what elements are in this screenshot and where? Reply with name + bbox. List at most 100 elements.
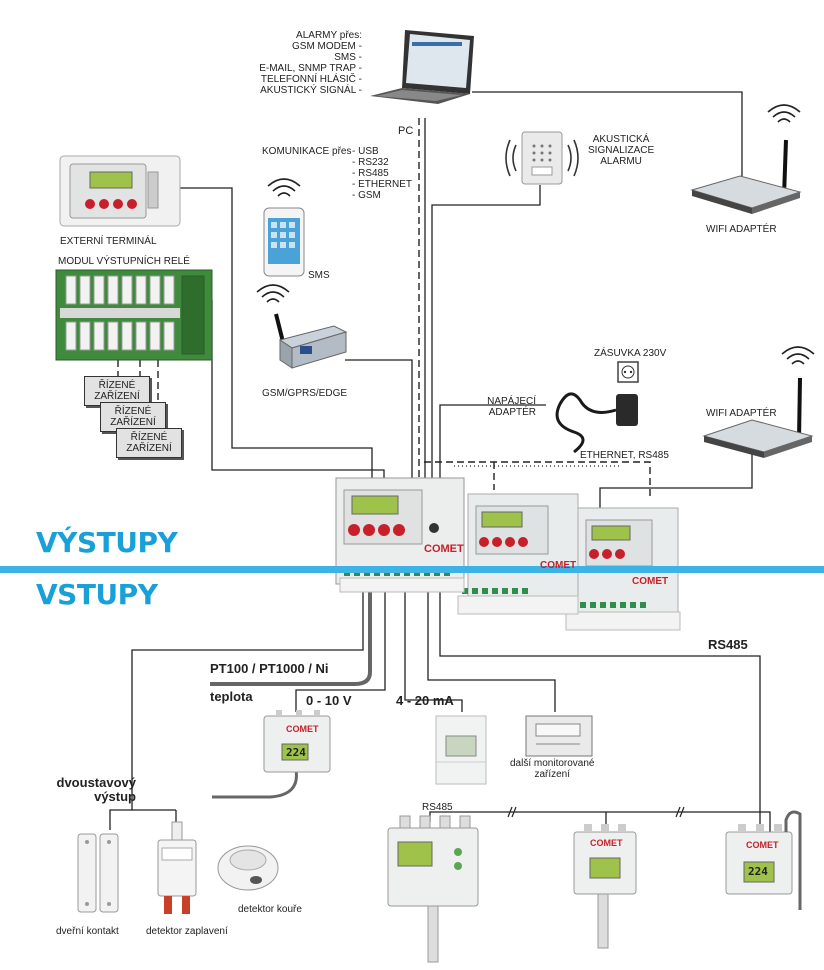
current-label: 4 - 20 mA [396,693,454,708]
power-adapter-label: NAPÁJECÍ ADAPTÉR [487,396,536,418]
wire-power [439,404,546,478]
comet-logo-temp: COMET [286,724,319,734]
two-state-label-line: výstup [94,789,136,804]
smoke-detector-label: detektor kouře [238,904,302,915]
two-state-label-line: dvoustavový [56,775,136,790]
two-state-label: dvoustavový výstup [57,776,136,804]
other-devices-label-line: zařízení [534,769,571,780]
outputs-heading: VÝSTUPY [36,526,178,559]
comm-item: - ETHERNET [352,179,412,190]
rs485-right-label: RS485 [708,637,748,652]
logger-unit-2-icon [457,493,579,615]
socket-label: ZÁSUVKA 230V [594,348,667,359]
temperature-sensor-icon [263,710,331,773]
comet-logo-3: COMET [632,576,669,587]
acoustic-alarm-icon [505,131,579,185]
wifi-top-label: WIFI ADAPTÉR [706,224,777,235]
temperature-label: teplota [210,689,253,704]
pt-probe-cable [210,590,372,686]
pt-label: PT100 / PT1000 / Ni [210,661,329,676]
rs485-device-2-icon [573,824,637,949]
rs485-device-3-display: 224 [748,865,768,878]
wire-wifi-right [599,448,753,510]
external-terminal-label: EXTERNÍ TERMINÁL [60,236,157,247]
alarm-item: AKUSTICKÝ SIGNÁL - [260,85,362,96]
sms-label: SMS [308,270,330,281]
comet-logo-rs485-2: COMET [590,838,623,848]
logger-unit-3-icon [565,507,681,631]
alarms-list: ALARMY přes: GSM MODEM - SMS - E-MAIL, S… [259,30,362,96]
other-devices-label-line: další monitorované [510,758,595,769]
controlled-device-3: ŘÍZENÉ ZAŘÍZENÍ [116,428,182,458]
comet-logo-main: COMET [424,543,464,555]
comm-item: - RS485 [352,168,389,179]
wire-rs485 [439,590,761,832]
smartphone-icon [263,178,305,277]
wire-ethernet-dashed [424,461,651,500]
socket-icon [617,361,639,383]
controlled-device-label: ZAŘÍZENÍ [126,443,172,454]
wire-rs485-bus [429,811,771,832]
controlled-device-label: ŘÍZENÉ [130,432,168,443]
wire-current [404,590,463,712]
rs485-bottom-label: RS485 [422,802,453,813]
controlled-device-label: ZAŘÍZENÍ [110,417,156,428]
smoke-detector-icon [217,845,279,891]
comet-logo-2: COMET [540,560,577,571]
external-terminal-icon [59,155,181,227]
alarm-item: GSM MODEM - [292,41,362,52]
wire-two-state [109,590,364,830]
current-transmitter-icon [435,715,487,785]
acoustic-label-line: SIGNALIZACE [588,145,655,156]
pc-label: PC [398,125,414,137]
relay-module-label: MODUL VÝSTUPNÍCH RELÉ [58,256,190,267]
outputs-inputs-divider [0,566,824,573]
flood-detector-label: detektor zaplavení [146,926,228,937]
alarm-item: TELEFONNÍ HLÁSIČ - [260,74,362,85]
wire-terminal [180,187,373,478]
controlled-device-1: ŘÍZENÉ ZAŘÍZENÍ [84,376,150,406]
wifi-right-label: WIFI ADAPTÉR [706,408,777,419]
wire-pc-wifi [472,91,743,178]
other-devices-label: další monitorované zařízení [510,758,595,780]
gsm-modem-label: GSM/GPRS/EDGE [262,388,348,399]
door-contact-icon [77,833,119,913]
laptop-pc-icon [370,30,474,104]
temp-sensor-display: 224 [286,746,306,759]
comet-logo-rs485-3: COMET [746,840,779,850]
flood-detector-icon [157,821,197,914]
ethernet-rs485-label: ETHERNET, RS485 [580,450,669,461]
power-adapter-label-line: NAPÁJECÍ [487,396,536,407]
wire-acoustic [431,185,541,478]
other-device-icon [525,715,593,757]
acoustic-label: AKUSTICKÁ SIGNALIZACE ALARMU [588,134,654,167]
controlled-device-label: ŘÍZENÉ [98,380,136,391]
logger-unit-main-icon [335,477,465,593]
gsm-modem-icon [256,284,348,369]
alarm-item: E-MAIL, SNMP TRAP - [259,63,362,74]
wire-relay-module [211,300,385,478]
rs485-device-1-icon [387,815,479,963]
comm-item: - USB [352,146,379,157]
inputs-heading: VSTUPY [36,578,158,611]
acoustic-label-line: ALARMU [600,156,642,167]
rs485-device-3-icon [725,810,802,910]
wire-other [427,590,556,712]
voltage-label: 0 - 10 V [306,693,352,708]
power-adapter-icon [555,392,638,454]
comm-item: - GSM [352,190,381,201]
controlled-device-label: ŘÍZENÉ [114,406,152,417]
alarms-title: ALARMY přes: [296,30,362,41]
wire-voltage [295,590,386,712]
comm-list: - USB - RS232 - RS485 - ETHERNET - GSM [352,146,412,201]
acoustic-label-line: AKUSTICKÁ [592,134,650,145]
comm-item: - RS232 [352,157,389,168]
door-contact-label: dveřní kontakt [56,926,119,937]
power-adapter-label-line: ADAPTÉR [488,407,536,418]
relay-module-icon [55,269,213,361]
wire-gsm [345,359,413,478]
controlled-device-label: ZAŘÍZENÍ [94,391,140,402]
wifi-adapter-right-icon [702,346,815,458]
